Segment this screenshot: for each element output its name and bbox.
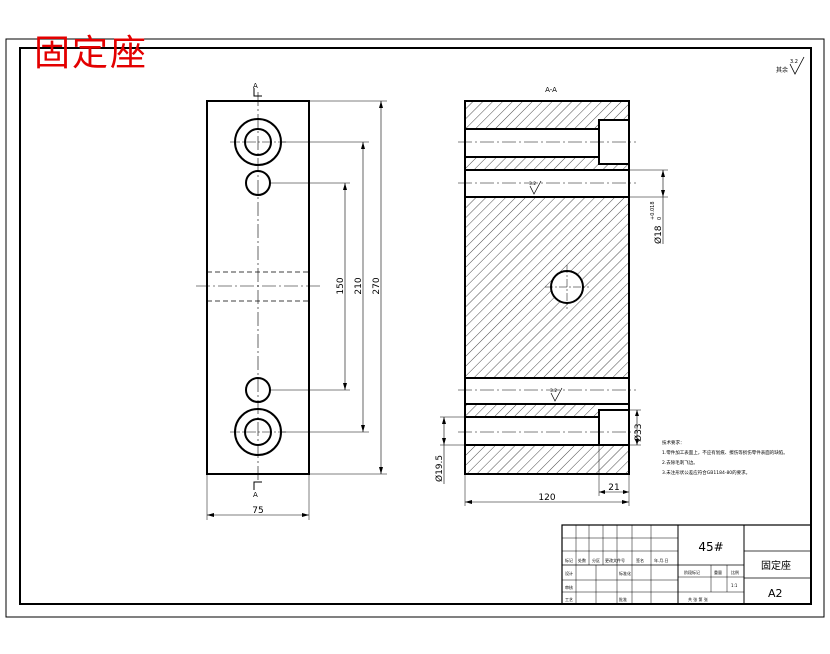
tech-note-2: 2.去除毛刺飞边。: [662, 459, 698, 466]
tb-design: 设计: [565, 570, 573, 576]
tb-row-label-5: 年.月.日: [654, 557, 669, 563]
tb-row-label-3: 更改文件号: [605, 557, 625, 563]
inner-frame: [19, 47, 812, 605]
outer-frame: [5, 38, 825, 618]
tb-part-name: 固定座: [761, 559, 791, 572]
page-title: 固定座: [34, 33, 149, 74]
dim-counterbore-depth: 21: [608, 483, 619, 493]
tech-note-1: 1.零件加工表面上，不应有划痕、擦伤等损伤零件表面的缺陷。: [662, 449, 788, 456]
roughness-symbol: 其余 3.2: [776, 56, 805, 75]
tech-note-title: 技术要求：: [662, 439, 685, 446]
tb-process: 工艺: [565, 597, 573, 602]
dim-270: 270: [372, 277, 382, 294]
tb-drawing-no: A2: [768, 587, 783, 600]
tb-sheet: 共 张 第 张: [688, 596, 708, 602]
roughness-mark-lower: 3.2: [550, 387, 563, 402]
tb-standardize: 标准化: [619, 570, 631, 576]
tb-row-label-1: 处数: [578, 557, 586, 563]
tb-weight: 重量: [714, 569, 722, 575]
dim-bore-tol-upper: +0.018: [650, 201, 656, 220]
dim-counterbore: Ø33: [633, 423, 644, 442]
title-block-text: 标记 处数 分区 更改文件号 签名 年.月.日 设计 标准化 审核 工艺 批准 …: [565, 540, 791, 602]
section-mark-top: A: [253, 82, 262, 97]
roughness-mark-upper: 3.2: [529, 180, 542, 195]
section-mark-bottom: A: [253, 481, 262, 499]
tb-row-label-0: 标记: [565, 557, 573, 563]
section-view: A-A 3.2 3.: [434, 86, 668, 506]
front-view: A A 150 210 270 75: [196, 82, 387, 520]
tb-ratio-value: 1:1: [731, 583, 738, 588]
section-label: A-A: [545, 86, 557, 94]
title-block: [561, 524, 812, 605]
dim-bore-tol-lower: 0: [657, 217, 663, 220]
tb-row-label-4: 签名: [636, 557, 644, 563]
roughness-prefix: 其余: [776, 66, 788, 74]
svg-text:3.2: 3.2: [529, 181, 536, 187]
tb-review: 审核: [565, 584, 573, 590]
tb-stage-mark: 阶段标记: [684, 569, 700, 575]
tb-ratio: 比例: [731, 569, 739, 575]
svg-text:3.2: 3.2: [550, 388, 557, 394]
tb-material: 45#: [698, 540, 723, 554]
svg-text:A: A: [253, 82, 258, 90]
dim-120: 120: [538, 493, 555, 503]
dim-210: 210: [354, 277, 364, 294]
tb-row-label-2: 分区: [592, 557, 600, 563]
dim-75: 75: [252, 506, 263, 516]
tb-approve: 批准: [619, 596, 627, 602]
svg-text:A: A: [253, 491, 258, 499]
dim-hole-diameter: Ø19.5: [434, 455, 445, 482]
section-outline: [464, 100, 630, 475]
tech-note-3: 3.未注形状公差应符合GB1184-80的要求。: [662, 469, 750, 476]
dim-bore-diameter: Ø18: [653, 225, 664, 244]
tech-notes: 技术要求： 1.零件加工表面上，不应有划痕、擦伤等损伤零件表面的缺陷。 2.去除…: [662, 439, 788, 476]
dim-150: 150: [336, 277, 346, 294]
roughness-value: 3.2: [790, 59, 798, 65]
